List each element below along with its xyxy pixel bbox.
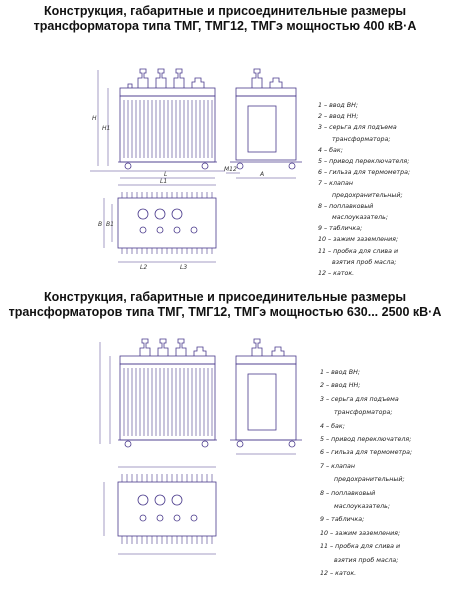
legend-item: 7 – клапан <box>318 180 353 188</box>
legend-item: 8 – поплавковый <box>318 202 374 210</box>
side-view-400 <box>226 68 302 179</box>
legend-item: предохранительный; <box>334 476 405 484</box>
top-view-2500 <box>103 466 217 555</box>
legend-item: 11 – пробка для слива и <box>320 543 401 551</box>
front-view-2500 <box>99 338 217 448</box>
section-2-title-line-1: Конструкция, габаритные и присоединитель… <box>43 290 407 304</box>
side-view-2500 <box>230 338 302 455</box>
legend-item: предохранительный; <box>332 191 403 199</box>
legend-item: 9 – табличка; <box>318 225 363 233</box>
legend-item: 4 – бак; <box>318 146 343 154</box>
legend-item: взятия проб масла; <box>332 258 397 266</box>
dim-a: A <box>259 171 264 178</box>
section-2-drawing <box>0 322 450 582</box>
legend-item: маслоуказатель; <box>332 214 388 222</box>
legend-item: 10 – зажим заземления; <box>320 529 401 537</box>
section-1-title-line-2: трансформатора типа ТМГ, ТМГ12, ТМГэ мощ… <box>33 19 417 33</box>
legend-item: 1 – ввод ВН; <box>318 102 358 109</box>
legend-item: 12 – каток. <box>320 570 357 578</box>
dim-bolt: M12 <box>224 166 237 173</box>
dim-l3: L3 <box>180 264 187 271</box>
legend-item: трансформатора; <box>332 135 391 143</box>
legend-item: 6 – гильза для термометра; <box>318 169 411 177</box>
section-2-legend: 1 – ввод ВН; 2 – ввод НН; 3 – серьга для… <box>320 366 412 581</box>
legend-item: 1 – ввод ВН; <box>320 369 360 376</box>
legend-item: 4 – бак; <box>320 422 345 430</box>
legend-item: трансформатора; <box>334 409 393 417</box>
legend-item: 12 – каток. <box>318 270 355 278</box>
dim-h1: H1 <box>102 125 110 132</box>
dim-l1: L1 <box>160 178 167 185</box>
legend-item: 2 – ввод НН; <box>318 113 359 121</box>
legend-item: 3 – серьга для подъема <box>318 124 397 132</box>
legend-item: 7 – клапан <box>320 462 355 470</box>
legend-item: взятия проб масла; <box>334 556 399 564</box>
legend-item: 11 – пробка для слива и <box>318 247 399 255</box>
section-1-title-line-1: Конструкция, габаритные и присоединитель… <box>43 4 407 18</box>
section-1-legend: 1 – ввод ВН; 2 – ввод НН; 3 – серьга для… <box>318 100 410 279</box>
dim-h: H <box>92 115 97 122</box>
legend-item: 6 – гильза для термометра; <box>320 449 413 457</box>
dim-b1: B1 <box>106 221 114 228</box>
section-2-title-line-2: трансформаторов типа ТМГ, ТМГ12, ТМГэ мо… <box>8 305 442 319</box>
front-view-400 <box>90 68 225 179</box>
legend-item: 2 – ввод НН; <box>320 382 361 390</box>
legend-item: 5 – привод переключателя; <box>318 158 410 166</box>
dim-l: L <box>164 171 167 178</box>
section-1-drawing: H H1 L A M12 L1 L2 L3 B B1 <box>0 40 450 285</box>
top-view-400 <box>103 184 217 263</box>
legend-item: 5 – привод переключателя; <box>320 436 412 444</box>
legend-item: 10 – зажим заземления; <box>318 236 399 244</box>
legend-item: 9 – табличка; <box>320 516 365 524</box>
legend-item: маслоуказатель; <box>334 503 390 511</box>
dim-l2: L2 <box>140 264 147 271</box>
legend-item: 3 – серьга для подъема <box>320 395 399 403</box>
dim-b: B <box>98 221 102 228</box>
legend-item: 8 – поплавковый <box>320 489 376 497</box>
